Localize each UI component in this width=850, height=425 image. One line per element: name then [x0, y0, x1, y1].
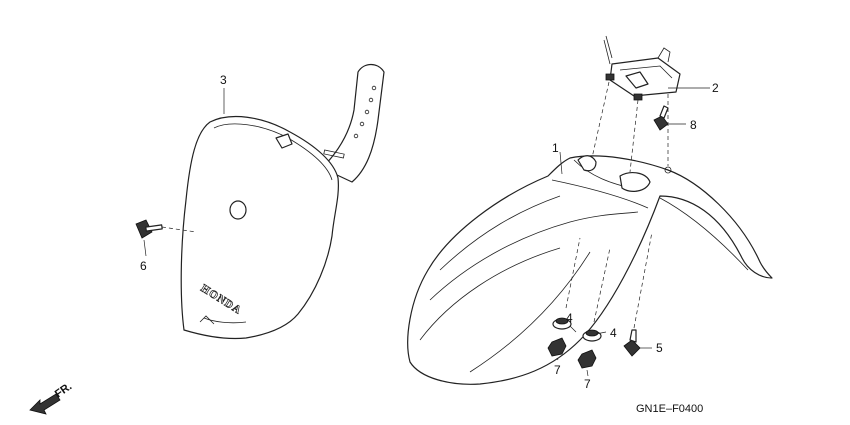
bolt-6[interactable]	[135, 219, 163, 239]
callout-7a: 7	[554, 363, 561, 377]
assembly-lines	[161, 81, 669, 329]
bolt-5[interactable]	[623, 329, 641, 357]
callout-1: 1	[552, 141, 559, 155]
diagram-code: GN1E–F0400	[636, 403, 703, 415]
grommet-4a[interactable]	[552, 317, 572, 330]
leader-lines	[143, 87, 710, 377]
callout-5: 5	[656, 341, 663, 355]
number-plate-cover[interactable]: HONDA	[180, 63, 385, 340]
front-direction-arrow: FR.	[29, 380, 74, 415]
fender-bracket[interactable]	[603, 35, 681, 101]
callout-8: 8	[690, 118, 697, 132]
front-fender[interactable]	[407, 155, 773, 385]
bolt-8[interactable]	[653, 105, 669, 131]
nut-7b[interactable]	[577, 349, 597, 369]
callout-4b: 4	[610, 326, 617, 340]
callout-3: 3	[220, 73, 227, 87]
callout-7b: 7	[584, 377, 591, 391]
nut-7a[interactable]	[547, 337, 567, 357]
callout-6: 6	[140, 259, 147, 273]
callout-4a: 4	[566, 311, 573, 325]
grommet-4b[interactable]	[582, 329, 602, 342]
callout-2: 2	[712, 81, 719, 95]
